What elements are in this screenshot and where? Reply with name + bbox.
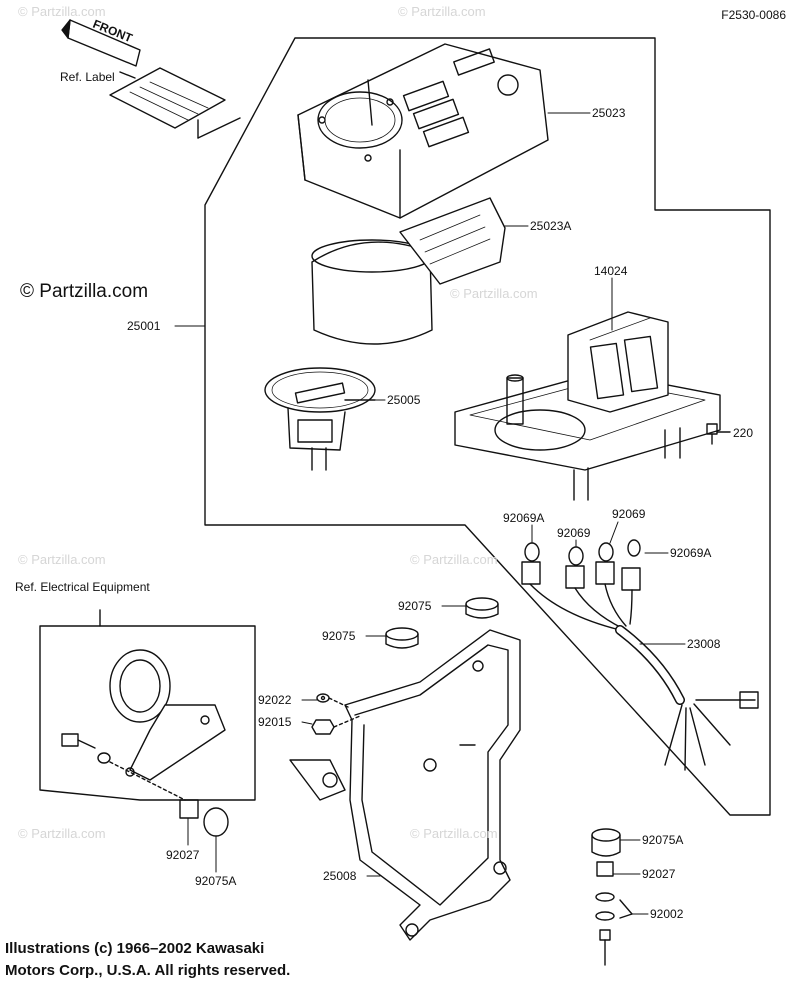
mounting-hardware-stack-icon (591, 828, 633, 966)
part-number-25008[interactable]: 25008 (323, 869, 357, 883)
part-number-92069[interactable]: 92069 (557, 526, 591, 540)
part-number-25023a[interactable]: 25023A (530, 219, 572, 233)
assembly-boundary-line (204, 37, 771, 816)
part-number-92015[interactable]: 92015 (258, 715, 292, 729)
ref-label-sticker-icon (109, 67, 241, 139)
part-number-92027[interactable]: 92027 (166, 848, 200, 862)
part-number-92002[interactable]: 92002 (650, 907, 684, 921)
part-number-92069[interactable]: 92069 (612, 507, 646, 521)
part-number-92069a[interactable]: 92069A (670, 546, 712, 560)
part-number-92069a[interactable]: 92069A (503, 511, 545, 525)
part-number-14024[interactable]: 14024 (594, 264, 628, 278)
part-number-92022[interactable]: 92022 (258, 693, 292, 707)
part-number-220[interactable]: 220 (733, 426, 754, 440)
meter-bracket-25008-icon (289, 629, 521, 941)
front-arrow-icon (61, 19, 141, 67)
bulb-socket-set-icon (521, 539, 641, 591)
figure-code: F2530-0086 (721, 8, 786, 22)
watermark-text: © Partzilla.com (18, 552, 106, 567)
washer-nut-icon (311, 693, 361, 735)
brand-watermark: © Partzilla.com (20, 281, 149, 302)
meter-cover-25023-icon (297, 43, 549, 219)
electrical-equipment-box-icon (39, 609, 256, 837)
wiring-harness-23008-icon (529, 583, 759, 771)
part-number-92027[interactable]: 92027 (642, 867, 676, 881)
ref-electrical-caption: Ref. Electrical Equipment (15, 580, 150, 594)
watermark-text: © Partzilla.com (450, 286, 538, 301)
leader-lines (174, 112, 686, 915)
watermark-text: © Partzilla.com (18, 4, 106, 19)
ref-label-caption: Ref. Label (60, 70, 115, 84)
part-number-25001[interactable]: 25001 (127, 319, 161, 333)
watermark-text: © Partzilla.com (410, 826, 498, 841)
copyright-line-2: Motors Corp., U.S.A. All rights reserved… (5, 962, 291, 979)
watermark-text: © Partzilla.com (410, 552, 498, 567)
watermark-text: © Partzilla.com (398, 4, 486, 19)
part-number-25005[interactable]: 25005 (387, 393, 421, 407)
copyright-line-1: Illustrations (c) 1966–2002 Kawasaki (5, 940, 265, 957)
grommet-92075-icon (385, 597, 499, 649)
speedometer-unit-25005-icon (264, 367, 376, 471)
meter-case-14024-icon (454, 311, 721, 501)
part-number-92075a[interactable]: 92075A (195, 874, 237, 888)
screw-220-icon (706, 423, 731, 445)
watermark-text: © Partzilla.com (18, 826, 106, 841)
part-number-92075[interactable]: 92075 (322, 629, 356, 643)
part-number-92075[interactable]: 92075 (398, 599, 432, 613)
part-number-92075a[interactable]: 92075A (642, 833, 684, 847)
meter-lens-25023a-icon (311, 197, 506, 345)
part-number-23008[interactable]: 23008 (687, 637, 721, 651)
part-number-25023[interactable]: 25023 (592, 106, 626, 120)
